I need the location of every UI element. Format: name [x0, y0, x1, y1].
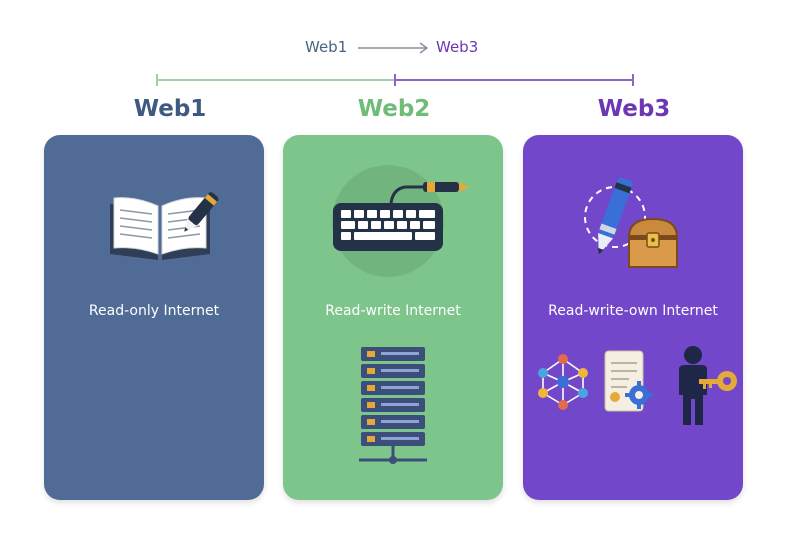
- progression-from-label: Web1: [305, 38, 348, 56]
- network-nodes-icon: [538, 354, 588, 410]
- arrow-right-icon: [358, 42, 429, 54]
- web2-title: Web2: [357, 96, 431, 122]
- pen-icon: [184, 192, 219, 232]
- server-rack-icon: [359, 347, 427, 464]
- web1-title: Web1: [133, 96, 207, 122]
- progression-to-label: Web3: [436, 38, 479, 56]
- web1-card: Read-only Internet: [44, 135, 264, 500]
- web3-title: Web3: [597, 96, 671, 122]
- contract-document-icon: [604, 350, 653, 412]
- web2-caption: Read-write Internet: [325, 303, 461, 319]
- web3-card: Read-write-own Internet: [523, 135, 743, 500]
- treasure-chest-icon: [627, 217, 679, 268]
- progression-header: Web1 Web3: [0, 38, 800, 60]
- timeline: [156, 74, 634, 86]
- person-with-key-icon: [679, 346, 737, 425]
- web3-caption: Read-write-own Internet: [548, 303, 718, 319]
- pen-icon: [584, 177, 646, 255]
- web2-card: Read-write Internet: [283, 135, 503, 500]
- web1-caption: Read-only Internet: [88, 303, 220, 319]
- keyboard-icon: [332, 165, 469, 277]
